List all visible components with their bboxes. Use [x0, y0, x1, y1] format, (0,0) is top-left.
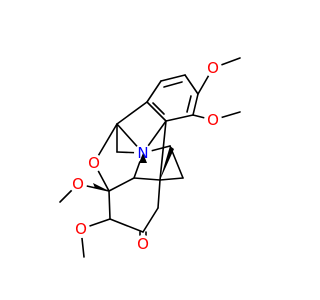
atom-label-oxygen: O [72, 175, 84, 193]
bond [116, 123, 144, 154]
bond [108, 177, 135, 192]
bond [159, 177, 184, 181]
bond [80, 218, 111, 230]
bond [186, 95, 192, 113]
bond [133, 177, 161, 181]
bond [59, 183, 79, 203]
atom-label-oxygen: O [207, 59, 219, 77]
bond [142, 145, 171, 154]
atom-label-oxygen: O [88, 154, 100, 172]
atom-label-oxygen: O [137, 235, 149, 253]
atom-label-oxygen: O [207, 111, 219, 129]
bond [108, 190, 111, 220]
bond-lines [59, 57, 241, 258]
bond [160, 74, 186, 82]
bond [165, 114, 194, 122]
bond [184, 74, 199, 95]
bond [116, 151, 144, 154]
molecule-structure-diagram: O O O N O O O [59, 57, 241, 258]
bond [192, 114, 214, 121]
bond [197, 67, 214, 95]
bond [142, 207, 159, 233]
wedge-bond [93, 183, 109, 191]
wedge-bond [139, 153, 147, 163]
bond [109, 218, 144, 233]
bond [146, 101, 167, 122]
wedge-bond [160, 146, 174, 180]
bond [192, 93, 199, 116]
atom-label-oxygen: O [75, 220, 87, 238]
bond [146, 80, 162, 103]
bond [212, 111, 241, 121]
bond [80, 228, 85, 258]
bond [142, 120, 167, 154]
bond [116, 101, 148, 125]
bond [212, 57, 241, 69]
bond [152, 102, 165, 115]
bond [159, 120, 167, 181]
bond [157, 179, 161, 209]
bond [93, 162, 110, 192]
bond [163, 81, 183, 88]
bond [93, 123, 118, 164]
atom-label-nitrogen: N [137, 144, 148, 162]
